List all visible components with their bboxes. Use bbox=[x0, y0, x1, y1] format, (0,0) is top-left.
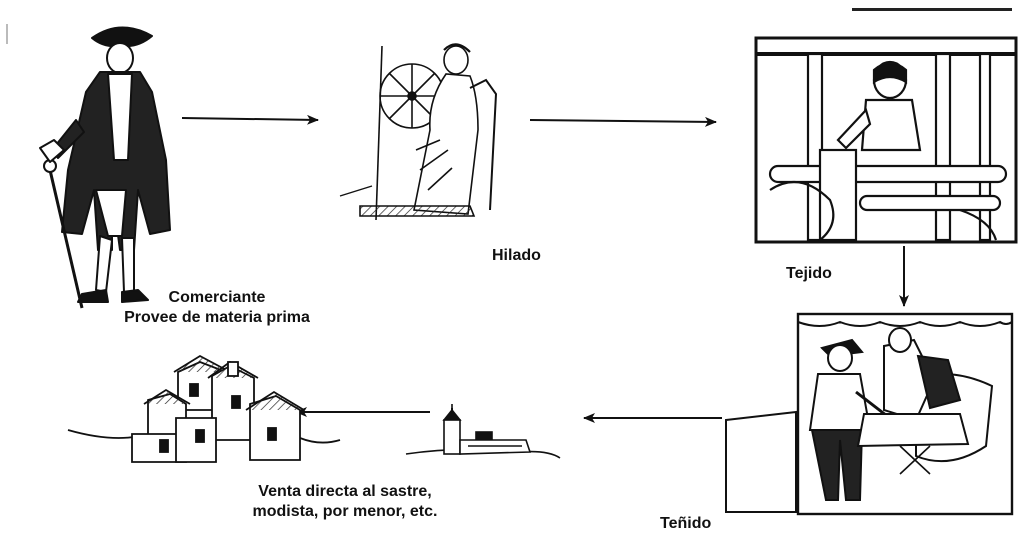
top-edge-line bbox=[852, 8, 1012, 11]
merchant-subtitle: Provee de materia prima bbox=[124, 309, 310, 326]
arrow-spinning-to-weaving bbox=[529, 116, 717, 127]
spinning-illustration bbox=[339, 43, 498, 221]
weaving-illustration bbox=[754, 36, 1018, 244]
village-illustration bbox=[405, 404, 561, 459]
spinning-label: Hilado bbox=[492, 247, 541, 264]
dyeing-label: Teñido bbox=[660, 515, 712, 532]
sale-label: Venta directa al sastre, modista, por me… bbox=[214, 482, 476, 522]
merchant-title: Comerciante bbox=[168, 289, 266, 306]
arrow-merchant-to-spinning bbox=[181, 114, 319, 125]
weaving-label: Tejido bbox=[786, 265, 832, 282]
town-illustration bbox=[67, 354, 341, 463]
left-edge-mark bbox=[6, 24, 8, 44]
sale-line-2: modista, por menor, etc. bbox=[252, 503, 438, 520]
merchant-illustration bbox=[39, 26, 171, 309]
dyeing-illustration bbox=[725, 312, 1014, 516]
sale-line-1: Venta directa al sastre, bbox=[258, 483, 432, 500]
merchant-label: Comerciante Provee de materia prima bbox=[112, 288, 322, 328]
